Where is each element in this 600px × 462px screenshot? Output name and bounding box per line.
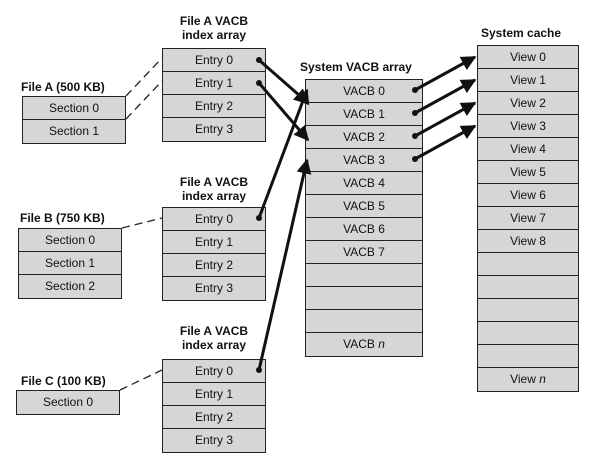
view-cell: View 1 xyxy=(478,69,578,92)
dashed-link-file-b xyxy=(121,217,163,229)
vacb-cell: VACB 4 xyxy=(306,172,422,195)
view-cell-last: View n xyxy=(478,368,578,391)
arrow-fileb-entry0-to-vacb0 xyxy=(257,88,310,219)
index-array-1-entry: Entry 3 xyxy=(194,122,233,136)
index-array-3-title-line1: File A VACB xyxy=(179,324,249,338)
vacb-cell xyxy=(306,310,422,333)
arrow-vacb3-to-view3 xyxy=(414,124,477,161)
vacb-cell: VACB 1 xyxy=(306,103,422,126)
system-vacb-array: VACB 0 VACB 1 VACB 2 VACB 3 VACB 4 VACB … xyxy=(305,79,423,357)
view-cell: View 7 xyxy=(478,207,578,230)
file-c-section-cell: Section 0 xyxy=(42,395,94,409)
view-last-label: View n xyxy=(510,372,546,386)
index-array-2: Entry 0 Entry 1 Entry 2 Entry 3 xyxy=(162,207,266,301)
file-b-sections: Section 0 Section 1 Section 2 xyxy=(18,228,122,299)
index-array-3-entry: Entry 0 xyxy=(163,360,265,383)
arrow-filec-entry0-to-vacb3 xyxy=(257,158,312,371)
view-cell: View 2 xyxy=(478,92,578,115)
vacb-cell xyxy=(306,264,422,287)
view-cell: View 0 xyxy=(478,46,578,69)
index-array-2-title-line1: File A VACB xyxy=(179,175,249,189)
arrow-vacb2-to-view2 xyxy=(414,101,477,138)
dashed-link-file-a-section1 xyxy=(125,80,163,120)
view-cell: View 6 xyxy=(478,184,578,207)
vacb-cell: VACB 6 xyxy=(306,218,422,241)
index-array-1-entry: Entry 1 xyxy=(163,72,265,95)
file-a-label: File A (500 KB) xyxy=(21,80,105,94)
view-cell: View 8 xyxy=(478,230,578,253)
vacb-cell: VACB 5 xyxy=(306,195,422,218)
file-b-section-cell: Section 2 xyxy=(44,279,96,293)
system-vacb-array-label: System VACB array xyxy=(300,60,412,74)
vacb-last-label: VACB n xyxy=(343,337,385,351)
view-cell xyxy=(478,322,578,345)
index-array-1-title-line2: index array xyxy=(181,28,247,42)
index-array-2-entry: Entry 0 xyxy=(163,208,265,231)
file-a-section-cell: Section 1 xyxy=(48,124,100,138)
view-cell: View 4 xyxy=(478,138,578,161)
index-array-3-entry: Entry 2 xyxy=(163,406,265,429)
view-cell: View 5 xyxy=(478,161,578,184)
index-array-3-title-line2: index array xyxy=(181,338,247,352)
vacb-cell: VACB 3 xyxy=(306,149,422,172)
index-array-2-entry: Entry 3 xyxy=(194,281,233,295)
arrow-entry0-to-vacb1 xyxy=(258,58,310,105)
system-cache: View 0 View 1 View 2 View 3 View 4 View … xyxy=(477,45,579,392)
system-cache-label: System cache xyxy=(481,26,562,40)
vacb-cell-last: VACB n xyxy=(306,333,422,356)
index-array-1-title: File A VACB index array xyxy=(160,14,268,42)
index-array-2-title: File A VACB index array xyxy=(160,175,268,203)
file-a-sections: Section 0 Section 1 xyxy=(22,96,126,144)
index-array-2-title-line2: index array xyxy=(181,189,247,203)
index-array-1-title-line1: File A VACB xyxy=(179,14,249,28)
arrow-vacb1-to-view1 xyxy=(414,78,477,115)
vacb-cell: VACB 2 xyxy=(306,126,422,149)
index-array-3: Entry 0 Entry 1 Entry 2 Entry 3 xyxy=(162,359,266,453)
vacb-cell: VACB 7 xyxy=(306,241,422,264)
index-array-2-entry: Entry 2 xyxy=(163,254,265,277)
index-array-3-title: File A VACB index array xyxy=(160,324,268,352)
index-array-3-entry: Entry 1 xyxy=(163,383,265,406)
dashed-link-file-c xyxy=(119,369,163,391)
view-cell xyxy=(478,253,578,276)
view-cell xyxy=(478,276,578,299)
file-c-sections: Section 0 xyxy=(16,390,120,415)
file-a-section-cell: Section 0 xyxy=(23,97,125,120)
index-array-3-entry: Entry 3 xyxy=(194,433,233,447)
index-array-2-entry: Entry 1 xyxy=(163,231,265,254)
dashed-link-file-a-section0 xyxy=(125,57,163,97)
index-array-1-entry: Entry 2 xyxy=(163,95,265,118)
view-cell xyxy=(478,345,578,368)
view-cell xyxy=(478,299,578,322)
arrow-vacb0-to-view0 xyxy=(414,55,477,92)
file-c-label: File C (100 KB) xyxy=(21,374,106,388)
index-array-1-entry: Entry 0 xyxy=(163,49,265,72)
file-b-section-cell: Section 0 xyxy=(19,229,121,252)
index-array-1: Entry 0 Entry 1 Entry 2 Entry 3 xyxy=(162,48,266,142)
file-b-label: File B (750 KB) xyxy=(20,211,105,225)
vacb-cell xyxy=(306,287,422,310)
view-cell: View 3 xyxy=(478,115,578,138)
file-b-section-cell: Section 1 xyxy=(19,252,121,275)
arrow-entry1-to-vacb2 xyxy=(257,82,310,142)
vacb-cell: VACB 0 xyxy=(306,80,422,103)
